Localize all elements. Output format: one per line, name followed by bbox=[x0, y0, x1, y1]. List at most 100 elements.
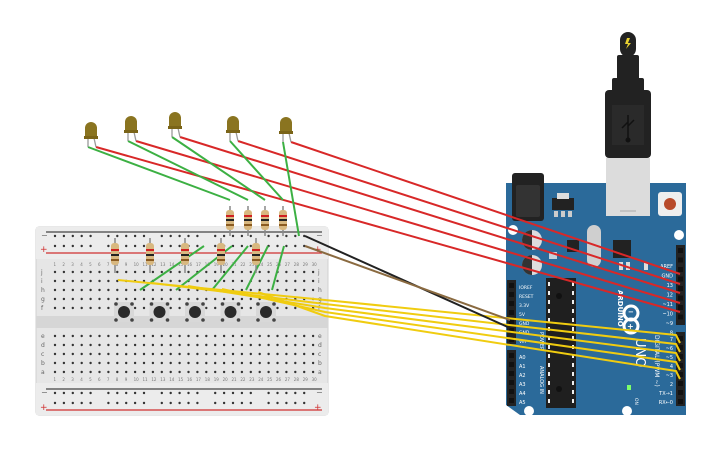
breadboard-hole bbox=[214, 370, 217, 374]
digital-label: DIGITAL (PWM ~) bbox=[653, 335, 660, 387]
led-2 bbox=[124, 116, 138, 142]
column-number: 14 bbox=[169, 377, 175, 382]
breadboard-hole bbox=[249, 288, 252, 292]
rail-hole bbox=[276, 391, 279, 395]
led-1 bbox=[84, 122, 98, 148]
row-letter: a bbox=[41, 369, 45, 376]
chip-pin bbox=[572, 300, 574, 304]
breadboard-hole bbox=[142, 306, 146, 310]
digital-pin-label: ~3 bbox=[666, 373, 673, 379]
breadboard-hole bbox=[240, 370, 244, 374]
rail-hole bbox=[142, 234, 146, 238]
breadboard-hole bbox=[240, 288, 244, 292]
breadboard-hole bbox=[89, 270, 92, 274]
breadboard-hole bbox=[285, 270, 288, 274]
breadboard-hole bbox=[294, 334, 297, 338]
breadboard-hole bbox=[240, 334, 244, 338]
column-number: 18 bbox=[205, 377, 211, 382]
column-number: 7 bbox=[107, 262, 110, 267]
breadboard-hole bbox=[98, 306, 101, 310]
column-number: 2 bbox=[62, 262, 65, 267]
rail-hole bbox=[71, 234, 75, 238]
breadboard-hole bbox=[249, 297, 252, 301]
breadboard-hole bbox=[89, 306, 92, 310]
breadboard-hole bbox=[160, 297, 163, 301]
column-number: 21 bbox=[232, 262, 238, 267]
breadboard-hole bbox=[116, 370, 119, 374]
breadboard-hole bbox=[231, 334, 235, 338]
breadboard-hole bbox=[62, 270, 66, 274]
breadboard-hole bbox=[240, 279, 244, 283]
breadboard-hole bbox=[178, 279, 181, 283]
breadboard-hole bbox=[89, 343, 92, 347]
pushbutton-3[interactable] bbox=[185, 302, 205, 322]
row-letter: j bbox=[40, 269, 43, 276]
column-number: 7 bbox=[107, 377, 110, 382]
column-number: 10 bbox=[134, 262, 140, 267]
breadboard-hole bbox=[205, 334, 208, 338]
breadboard-hole bbox=[187, 361, 190, 365]
breadboard-hole bbox=[107, 361, 110, 365]
breadboard-hole bbox=[214, 343, 217, 347]
rail-hole bbox=[71, 401, 75, 405]
breadboard-hole bbox=[125, 352, 128, 356]
breadboard-hole bbox=[133, 270, 137, 274]
rail-hole bbox=[196, 244, 199, 248]
breadboard-hole bbox=[222, 297, 226, 301]
breadboard-hole bbox=[133, 297, 137, 301]
pushbutton-5[interactable] bbox=[256, 302, 276, 322]
digital-pin-label: 12 bbox=[667, 293, 673, 299]
rail-hole bbox=[214, 244, 217, 248]
breadboard-hole bbox=[258, 352, 261, 356]
breadboard-hole bbox=[276, 361, 279, 365]
rail-plus-label: + bbox=[40, 245, 48, 255]
header-pin bbox=[678, 354, 683, 359]
rail-hole bbox=[169, 244, 172, 248]
breadboard-hole bbox=[151, 343, 155, 347]
rail-hole bbox=[160, 244, 163, 248]
rail-hole bbox=[231, 234, 235, 238]
header-pin bbox=[509, 380, 514, 385]
led-cathode-wire bbox=[127, 140, 249, 201]
breadboard-hole bbox=[71, 306, 75, 310]
rail-plus-label-bottom: + bbox=[40, 403, 48, 413]
column-number: 25 bbox=[267, 377, 273, 382]
rail-hole bbox=[133, 234, 137, 238]
pushbutton-1[interactable] bbox=[114, 302, 134, 322]
breadboard-hole bbox=[311, 288, 315, 292]
analog-pin-label: A3 bbox=[519, 382, 526, 388]
chip-pin bbox=[572, 318, 574, 322]
rail-hole bbox=[267, 391, 270, 395]
rail-hole bbox=[267, 401, 270, 405]
rail-hole bbox=[107, 391, 110, 395]
breadboard-hole bbox=[98, 279, 101, 283]
breadboard-hole bbox=[294, 306, 297, 310]
column-number: 17 bbox=[196, 377, 202, 382]
chip-pin bbox=[572, 309, 574, 313]
chip-pin bbox=[572, 390, 574, 394]
chip-pin bbox=[548, 282, 550, 286]
breadboard-hole bbox=[249, 352, 252, 356]
rail-hole bbox=[187, 391, 190, 395]
rail-hole bbox=[160, 234, 163, 238]
led-anode-wire bbox=[135, 140, 681, 304]
button-signal-wire bbox=[257, 291, 681, 380]
analog-pin-label: A4 bbox=[519, 391, 526, 397]
rail-hole bbox=[133, 244, 137, 248]
row-letter: j bbox=[317, 269, 320, 276]
column-number: 16 bbox=[187, 377, 193, 382]
breadboard-hole bbox=[107, 279, 110, 283]
breadboard-hole bbox=[303, 370, 306, 374]
breadboard-hole bbox=[80, 370, 83, 374]
breadboard-hole bbox=[276, 334, 279, 338]
breadboard-hole bbox=[116, 343, 119, 347]
pushbutton-4[interactable] bbox=[220, 302, 241, 322]
rail-hole bbox=[222, 234, 226, 238]
breadboard-hole bbox=[231, 352, 235, 356]
pushbutton-2[interactable] bbox=[149, 302, 170, 322]
column-number: 9 bbox=[125, 262, 128, 267]
column-number: 6 bbox=[98, 377, 101, 382]
breadboard-hole bbox=[133, 334, 137, 338]
breadboard-hole bbox=[160, 352, 163, 356]
rail-hole bbox=[196, 391, 199, 395]
